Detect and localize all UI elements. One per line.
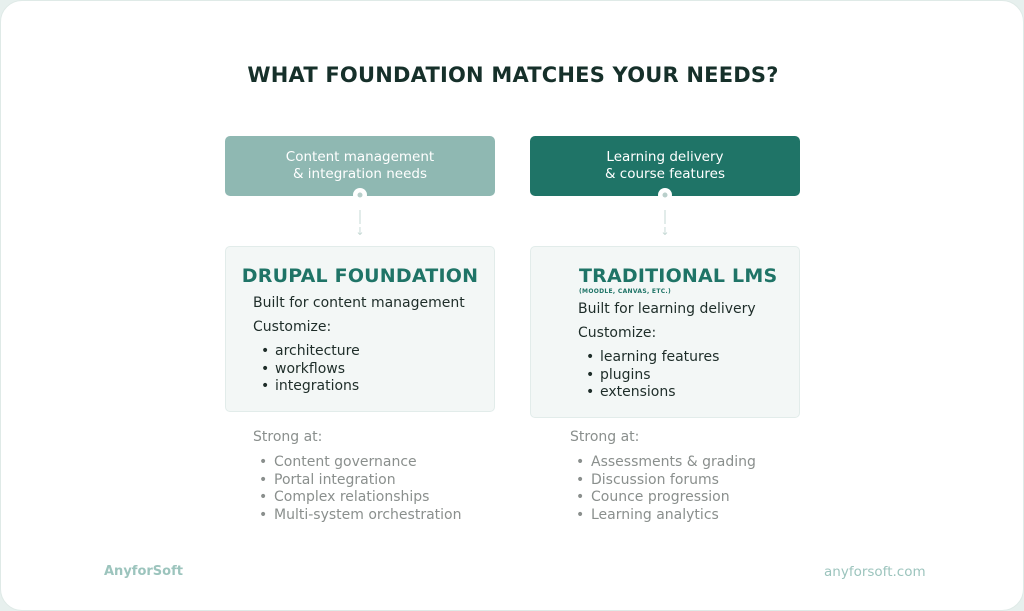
bullet-icon: • [259,506,268,523]
column-traditional-lms: Learning delivery & course features ↓ TR… [530,136,800,418]
page-title: WHAT FOUNDATION MATCHES YOUR NEEDS? [247,63,779,87]
flow-connector: ↓ [530,189,800,246]
built-for-text: Built for learning delivery [578,301,756,317]
foundation-card-lms: TRADITIONAL LMS (MOODLE, CANVAS, ETC.) B… [530,246,800,418]
header-line: & course features [604,166,725,182]
bullet-icon: • [261,378,270,394]
list-item: •Counce progression [576,489,730,505]
customize-list: •learning features •plugins •extensions [578,349,799,402]
list-item: •Assessments & grading [576,454,756,470]
list-item: •learning features [586,349,720,365]
list-item: •plugins [586,366,651,383]
customize-list: •architecture •workflows •integrations [253,343,494,396]
strong-at-drupal: Strong at: •Content governance •Portal i… [253,429,461,524]
strong-at-list: •Assessments & grading •Discussion forum… [570,454,756,524]
card-title: TRADITIONAL LMS [579,265,778,287]
list-item: •workflows [261,360,346,377]
header-line: & integration needs [292,166,428,182]
header-line: Learning delivery [606,149,724,165]
bullet-icon: • [261,343,270,359]
bullet-icon: • [576,489,585,505]
need-header-learning-delivery: Learning delivery & course features [530,136,800,196]
list-item: •Learning analytics [576,506,719,523]
card-subtitle: (MOODLE, CANVAS, ETC.) [579,288,672,295]
list-item: •Multi-system orchestration [259,506,462,523]
customize-label: Customize: [578,325,657,341]
arrow-down-icon: ↓ [660,225,670,238]
bullet-icon: • [586,349,595,365]
strong-at-label: Strong at: [570,429,640,445]
bullet-icon: • [576,471,585,488]
bullet-icon: • [586,366,595,383]
website-url: anyforsoft.com [824,564,926,580]
connector-dot-icon [659,189,671,201]
connector-dot-icon [354,189,366,201]
bullet-icon: • [259,489,268,505]
list-item: •Portal integration [259,471,396,488]
strong-at-list: •Content governance •Portal integration … [253,454,461,524]
connector-line [359,210,361,224]
card-title: DRUPAL FOUNDATION [241,265,479,287]
list-item: •Content governance [259,454,417,470]
list-item: •integrations [261,378,360,394]
built-for-text: Built for content management [253,295,465,311]
bullet-icon: • [576,506,585,523]
list-item: •extensions [586,384,676,400]
strong-at-lms: Strong at: •Assessments & grading •Discu… [570,429,756,524]
need-header-content-management: Content management & integration needs [225,136,495,196]
foundation-card-drupal: DRUPAL FOUNDATION Built for content mana… [225,246,495,412]
bullet-icon: • [259,471,268,488]
list-item: •Complex relationships [259,489,430,505]
bullet-icon: • [259,454,268,470]
header-line: Content management [285,149,435,165]
arrow-down-icon: ↓ [355,225,365,238]
bullet-icon: • [261,360,270,377]
strong-at-label: Strong at: [253,429,323,445]
customize-label: Customize: [253,319,332,335]
connector-line [664,210,666,224]
column-drupal: Content management & integration needs ↓… [225,136,495,412]
brand-logo-text: AnyforSoft [104,564,183,579]
bullet-icon: • [576,454,585,470]
list-item: •Discussion forums [576,471,719,488]
flow-connector: ↓ [225,189,495,246]
list-item: •architecture [261,343,360,359]
bullet-icon: • [586,384,595,400]
